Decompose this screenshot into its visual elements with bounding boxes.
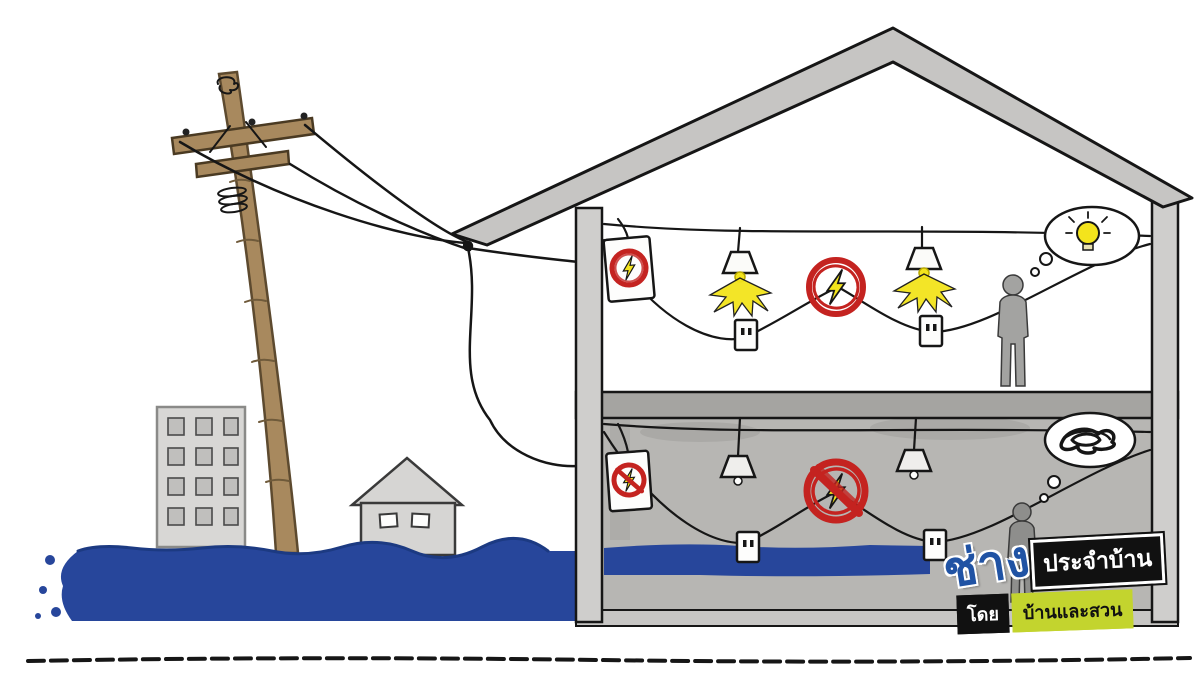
logo-row-bottom: โดย บ้านและสวน	[956, 588, 1167, 635]
flood-water	[35, 536, 592, 621]
power-outlet-lower-1	[735, 530, 761, 564]
pendant-lamp-lit-2	[891, 246, 957, 315]
city-building	[155, 405, 247, 549]
lower-floor-contents	[602, 411, 1152, 603]
logo-publisher: บ้านและสวน	[1011, 589, 1135, 633]
pendant-lamp-lit-1	[707, 250, 773, 319]
thought-bubble-confusion	[1039, 411, 1137, 503]
power-outlet-upper-2	[918, 314, 944, 348]
left-wall	[574, 206, 604, 624]
pendant-lamp-off-2	[895, 448, 933, 480]
confusion-scribble-icon	[1059, 427, 1116, 455]
ground-line	[26, 656, 1192, 664]
no-electricity-sign-center	[803, 458, 869, 524]
no-electricity-sign-wall	[605, 449, 654, 513]
brand-logo: ช่าง ประจำบ้าน โดย บ้านและสวน	[939, 529, 1168, 635]
utility-pole	[170, 70, 316, 555]
flooded-small-house	[348, 456, 466, 557]
thought-bubble-idea	[1030, 205, 1141, 277]
logo-by-label: โดย	[956, 593, 1010, 635]
pendant-lamp-off-1	[719, 454, 757, 486]
light-burst-icon	[891, 273, 957, 315]
electric-hazard-sign-upper	[602, 235, 656, 303]
person-lower-floor	[1007, 502, 1037, 603]
upper-floor-contents	[602, 205, 1152, 387]
indoor-flood-water	[604, 544, 930, 577]
logo-brand-title: ประจำบ้าน	[1028, 530, 1168, 593]
power-outlet-lower-2	[922, 528, 948, 562]
light-burst-icon	[707, 277, 773, 319]
logo-row-top: ช่าง ประจำบ้าน	[939, 529, 1168, 601]
person-upper-floor	[997, 274, 1029, 387]
logo-brand-word: ช่าง	[939, 529, 1034, 601]
roof	[450, 26, 1194, 247]
power-outlet-upper-1	[733, 318, 759, 352]
electric-hazard-sign-center	[806, 257, 866, 317]
idea-lightbulb-icon	[1065, 211, 1111, 251]
